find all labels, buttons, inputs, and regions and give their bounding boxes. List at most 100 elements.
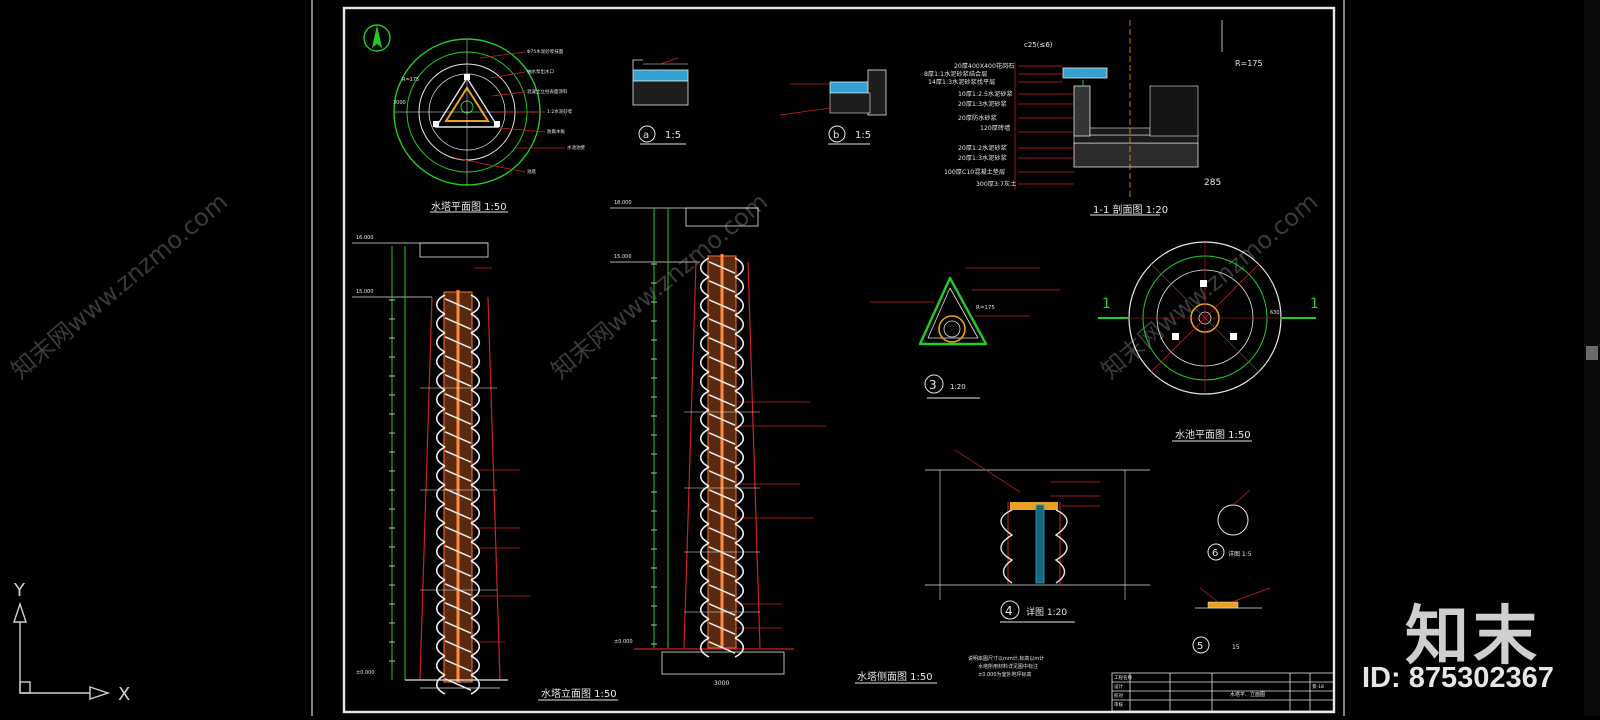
svg-text:±0.000: ±0.000: [356, 670, 375, 676]
detail-4-scale: 详图 1:20: [1026, 606, 1067, 618]
spiral-coil: [435, 427, 481, 448]
detail-a-scale: 1:5: [665, 130, 681, 141]
sheet-border: [342, 6, 1336, 714]
svg-text:15.000: 15.000: [614, 254, 632, 260]
spiral-coil: [699, 447, 745, 468]
dim-285: 285: [1204, 178, 1221, 188]
spiral-coil: [435, 636, 481, 657]
spiral-coil: [435, 389, 481, 410]
svg-text:15.000: 15.000: [356, 289, 374, 295]
svg-text:100厚C10混凝土垫层: 100厚C10混凝土垫层: [944, 168, 1005, 176]
svg-text:审核: 审核: [1114, 701, 1123, 708]
svg-text:8厚1:1水泥砂浆结合层: 8厚1:1水泥砂浆结合层: [924, 70, 987, 78]
svg-text:池底: 池底: [527, 168, 536, 175]
spiral-coil: [435, 294, 481, 315]
detail-5: 5 15: [1192, 587, 1271, 654]
svg-text:18.000: 18.000: [614, 200, 632, 206]
spiral-coil: [435, 503, 481, 524]
r175-b-label: R=175: [1235, 59, 1263, 68]
marker-a: [638, 125, 656, 143]
section-1-1: c25(≤6) R=175 285 20厚400X400花岗石 8厚1:1水泥砂…: [924, 20, 1263, 216]
svg-text:20厚400X400花岗石: 20厚400X400花岗石: [954, 62, 1014, 70]
spiral-steps: [435, 257, 745, 695]
svg-text:1:2水泥砂浆: 1:2水泥砂浆: [547, 108, 573, 115]
svg-text:±0.000: ±0.000: [614, 639, 633, 645]
svg-text:6: 6: [1212, 548, 1218, 559]
dimension-ticks: [389, 263, 657, 662]
svg-text:a: a: [643, 130, 649, 141]
north-arrow: [372, 25, 382, 48]
title-tower-elev-left: 水塔立面图 1:50: [541, 687, 617, 700]
title-section-1-1: 1-1 剖面图 1:20: [1093, 203, 1168, 216]
svg-text:R=175: R=175: [976, 305, 995, 311]
spiral-coil: [435, 655, 481, 676]
svg-text:本图尺寸以mm计,标高以m计: 本图尺寸以mm计,标高以m计: [978, 655, 1044, 662]
spiral-coil: [699, 561, 745, 582]
spiral-coil: [699, 295, 745, 316]
spiral-coil: [699, 599, 745, 620]
cut-1-left: 1: [1102, 296, 1111, 312]
marker-6: [1207, 543, 1225, 561]
svg-text:水池池壁: 水池池壁: [567, 144, 585, 151]
detail-5-scale: 15: [1232, 644, 1240, 651]
spiral-coil: [699, 637, 745, 658]
detail-4: 4 详图 1:20: [925, 449, 1150, 623]
spiral-coil: [435, 579, 481, 600]
svg-text:工程名称: 工程名称: [1114, 674, 1132, 681]
vertical-scrollbar[interactable]: [1584, 0, 1600, 716]
spiral-coil: [435, 408, 481, 429]
spiral-coil: [699, 371, 745, 392]
ucs-icon: Y X: [13, 580, 130, 705]
marker-3: [924, 374, 944, 394]
spiral-coil: [699, 352, 745, 373]
svg-text:混凝土立柱表面涂料: 混凝土立柱表面涂料: [527, 88, 568, 95]
spiral-coil: [699, 485, 745, 506]
spiral-coil: [699, 257, 745, 278]
title-block: 工程名称 设计 校对 审核 水塔平、立面图 景-18: [1111, 672, 1335, 712]
svg-text:16.000: 16.000: [356, 235, 374, 241]
spiral-coil: [699, 466, 745, 487]
detail-a: a 1:5: [632, 57, 689, 145]
spiral-coil: [699, 618, 745, 639]
detail-6-scale: 详图 1:5: [1228, 550, 1252, 558]
detail-b-scale: 1:5: [855, 130, 871, 141]
spiral-coil: [435, 560, 481, 581]
svg-text:20厚1:3水泥砂浆: 20厚1:3水泥砂浆: [958, 100, 1007, 108]
svg-text:3000: 3000: [393, 100, 406, 106]
brand-id: ID: 875302367: [1362, 662, 1554, 694]
spiral-coil: [699, 314, 745, 335]
spiral-coil: [435, 522, 481, 543]
title-tower-elev-right: 水塔侧面图 1:50: [857, 670, 933, 683]
r175-a-label: R=175: [402, 77, 419, 83]
svg-text:14厚1:3水泥砂浆找平层: 14厚1:3水泥砂浆找平层: [928, 78, 995, 86]
marker-b: [828, 125, 846, 143]
spiral-coil: [435, 446, 481, 467]
scrollbar-thumb[interactable]: [1586, 346, 1598, 360]
spiral-coil: [435, 541, 481, 562]
svg-text:景-18: 景-18: [1312, 684, 1324, 690]
svg-text:3: 3: [929, 378, 937, 392]
detail-6: 6 详图 1:5: [1207, 489, 1252, 561]
svg-text:120厚砖墙: 120厚砖墙: [980, 124, 1010, 132]
ucs-y-label: Y: [13, 580, 26, 601]
svg-text:4: 4: [1005, 604, 1013, 618]
spiral-coil: [435, 674, 481, 695]
svg-text:20厚1:2水泥砂浆: 20厚1:2水泥砂浆: [958, 144, 1007, 152]
spiral-coil: [699, 390, 745, 411]
notes: 说明: 本图尺寸以mm计,标高以m计 水塔所用材料详见图中标注 ±0.000为室…: [968, 655, 1044, 678]
spiral-coil: [435, 598, 481, 619]
svg-text:300厚3:7灰土: 300厚3:7灰土: [976, 180, 1016, 188]
tower-plan: Φ75水泥砂浆抹面 抽水泵出水口 混凝土立柱表面涂料 1:2水泥砂浆 防腐木板 …: [363, 24, 585, 213]
spiral-coil: [699, 580, 745, 601]
svg-text:水塔平、立面图: 水塔平、立面图: [1230, 691, 1265, 698]
spiral-coil: [435, 617, 481, 638]
svg-text:10厚1:2.5水泥砂浆: 10厚1:2.5水泥砂浆: [958, 90, 1013, 98]
spiral-coil: [435, 370, 481, 391]
cut-1-right: 1: [1310, 296, 1319, 312]
svg-text:b: b: [833, 130, 839, 141]
svg-text:630: 630: [1270, 310, 1280, 316]
detail-b: b 1:5: [779, 69, 887, 145]
spiral-coil: [435, 351, 481, 372]
